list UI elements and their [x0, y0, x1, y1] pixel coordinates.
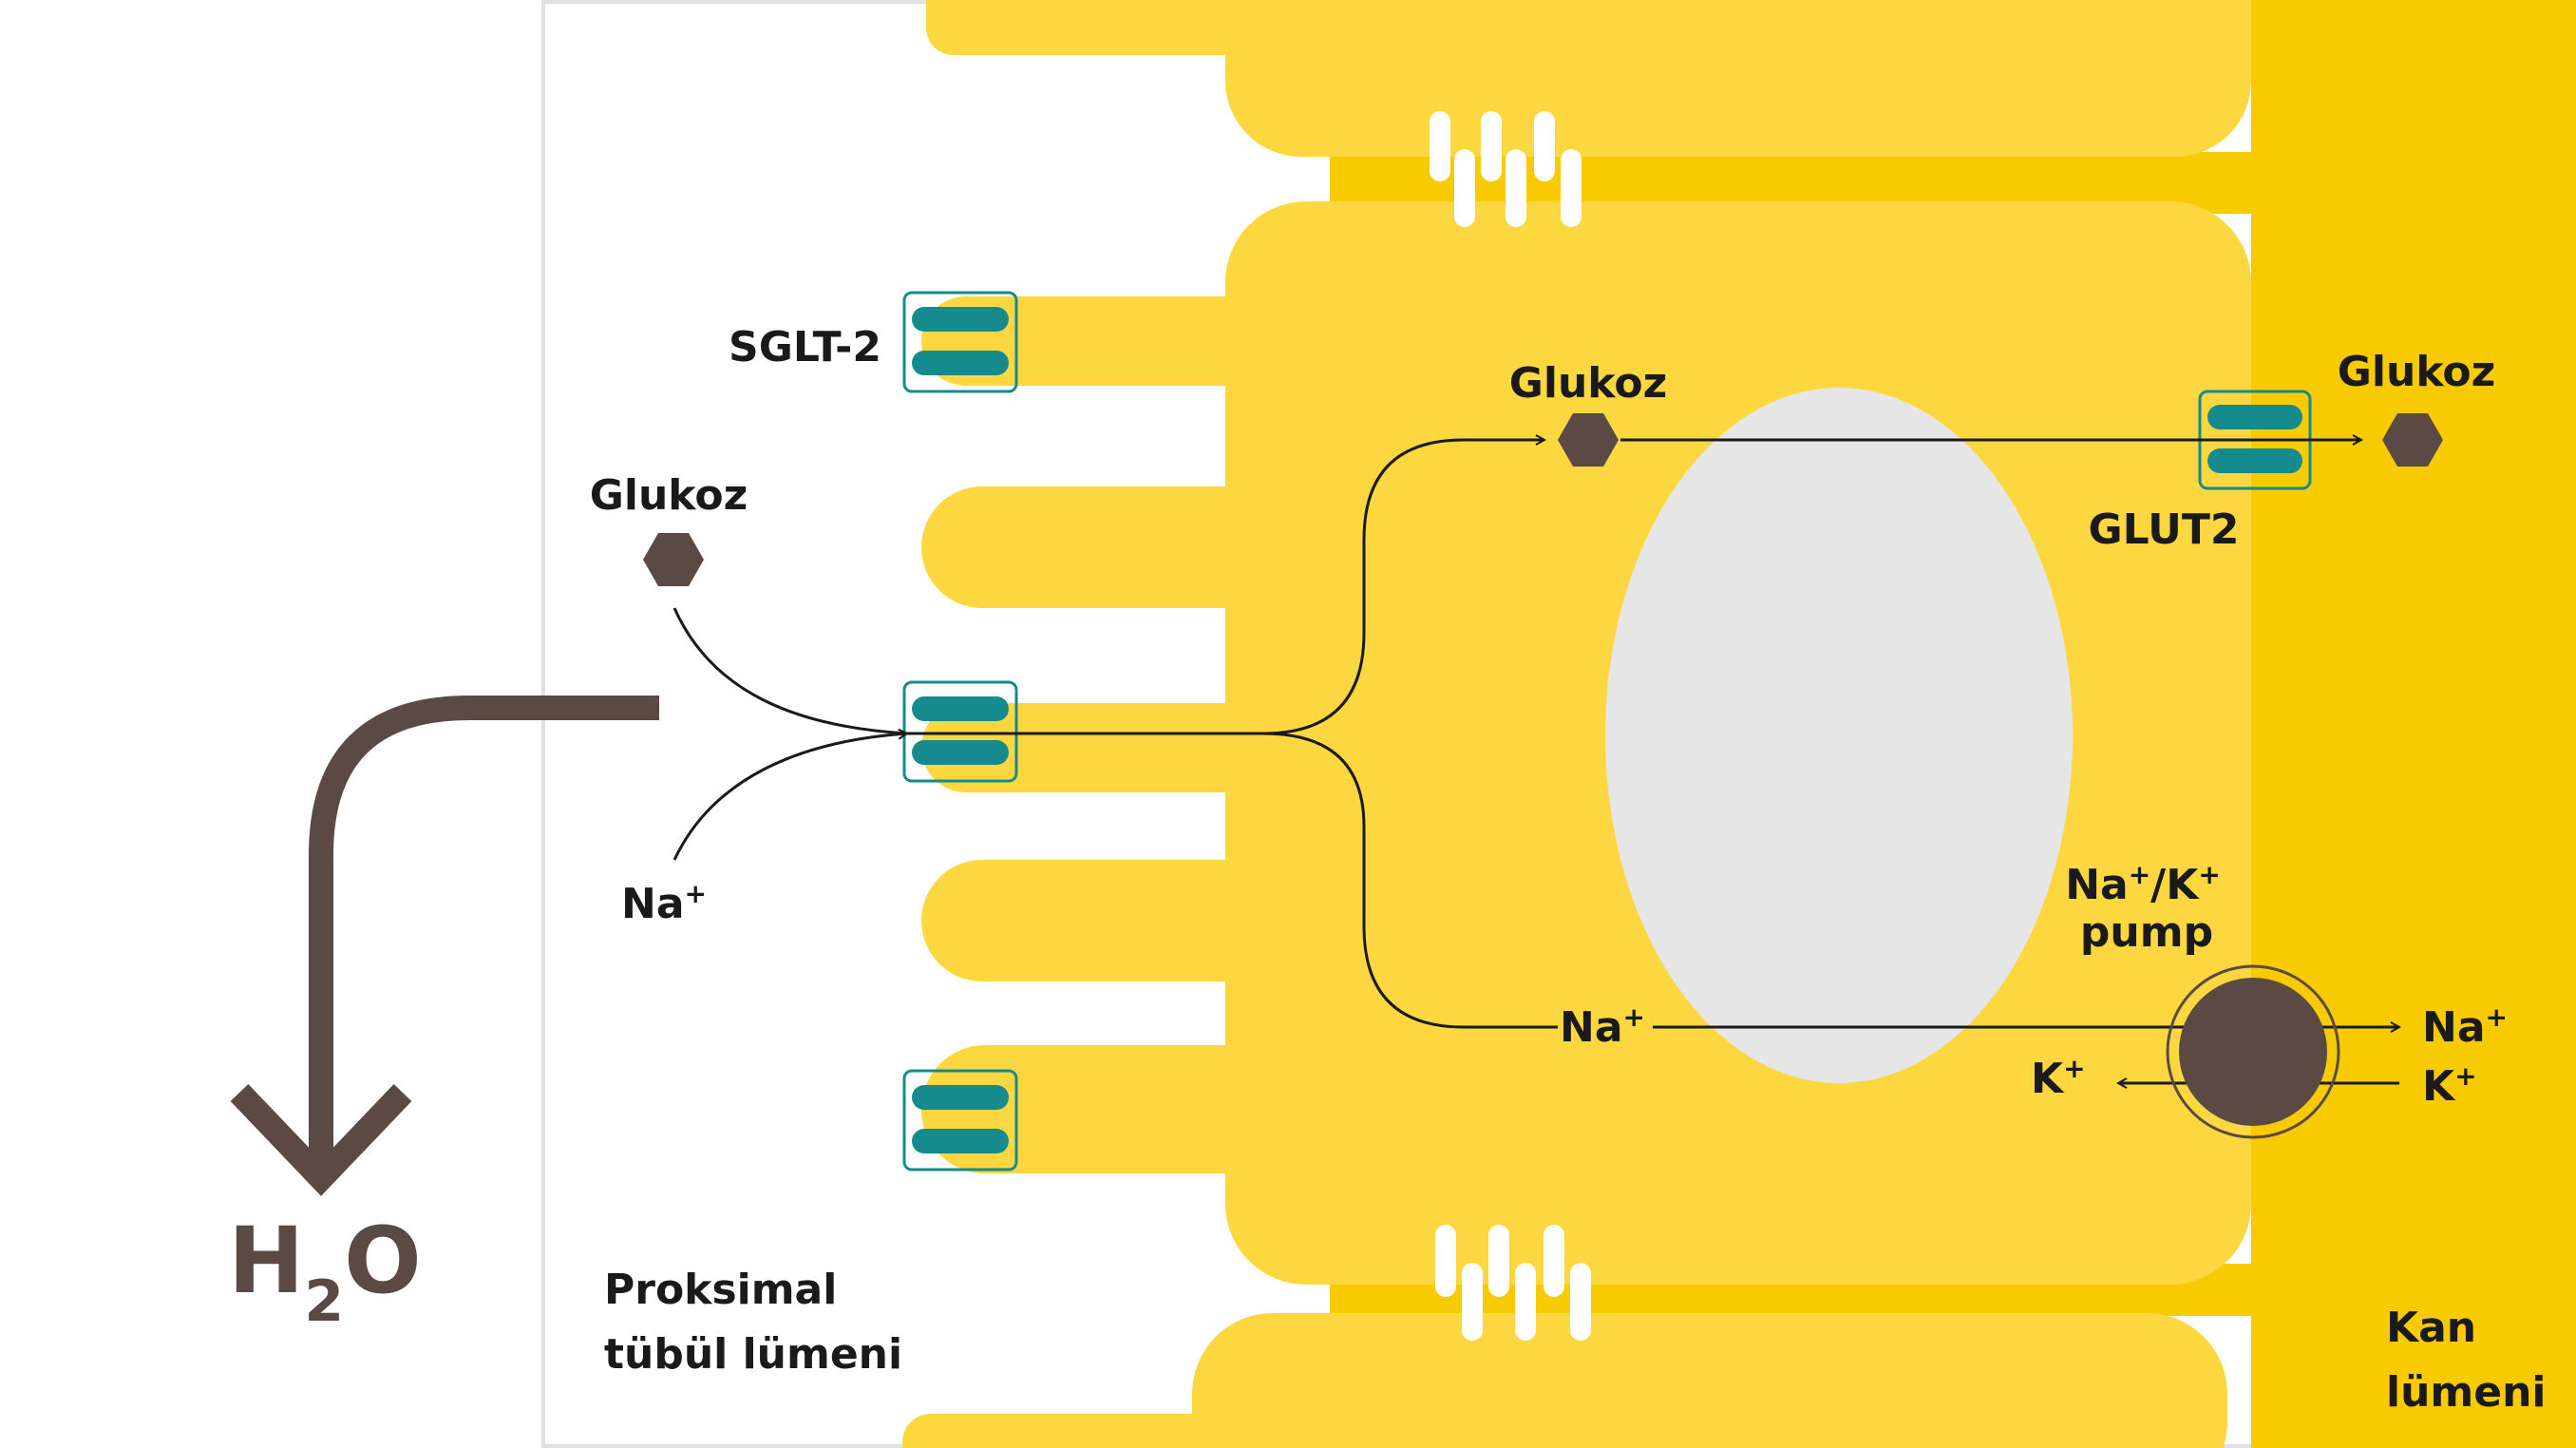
glut2-label: GLUT2	[2089, 505, 2240, 554]
glucose-molecule-lumen	[643, 533, 704, 586]
blood-lumen-label-line2: lümeni	[2386, 1368, 2547, 1417]
blood-lumen	[2251, 0, 2576, 1448]
sodium-to-pump-arrow	[1262, 732, 1558, 1029]
cell-nucleus	[1605, 388, 2073, 1083]
water-label: H2O	[228, 1208, 422, 1335]
glucose-to-glut2-arrow	[907, 440, 1544, 735]
sglt2-label: SGLT-2	[729, 323, 881, 372]
sodium-uptake-arrow	[672, 734, 907, 861]
tubule-lumen-label-line1: Proksimal	[604, 1266, 837, 1314]
potassium-cell-label: K+	[2031, 1053, 2086, 1103]
potassium-blood-label: K+	[2422, 1060, 2477, 1111]
glucose-blood-label: Glukoz	[2338, 348, 2495, 396]
na-k-pump-label-line2: pump	[2080, 908, 2213, 957]
glucose-molecule-cell	[1558, 413, 1619, 467]
sodium-blood-label: Na+	[2422, 1001, 2508, 1052]
glut2-transporter	[2198, 390, 2312, 490]
tight-junction-top	[1430, 111, 1582, 227]
water-flow-arrow	[230, 695, 659, 1196]
glucose-uptake-arrow	[672, 607, 908, 735]
glucose-molecule-blood	[2382, 413, 2443, 467]
blood-lumen-label-line1: Kan	[2386, 1304, 2476, 1352]
na-k-pump	[2166, 964, 2340, 1139]
tight-junction-bottom	[1435, 1225, 1591, 1341]
glucose-cell-label: Glukoz	[1509, 359, 1667, 408]
glucose-lumen-label: Glukoz	[590, 471, 748, 520]
sodium-lumen-label: Na+	[621, 878, 707, 928]
na-k-pump-label: Na+/K+	[2065, 859, 2221, 909]
tubule-lumen-label-line2: tübül lümeni	[604, 1330, 902, 1379]
upper-neighbour-cell	[926, 0, 2251, 157]
sglt2-transporter-bottom	[902, 1069, 1018, 1172]
sodium-cell-label: Na+	[1560, 1001, 1645, 1052]
lower-neighbour-cell	[902, 1313, 2227, 1448]
sglt2-transporter-top	[902, 291, 1018, 393]
